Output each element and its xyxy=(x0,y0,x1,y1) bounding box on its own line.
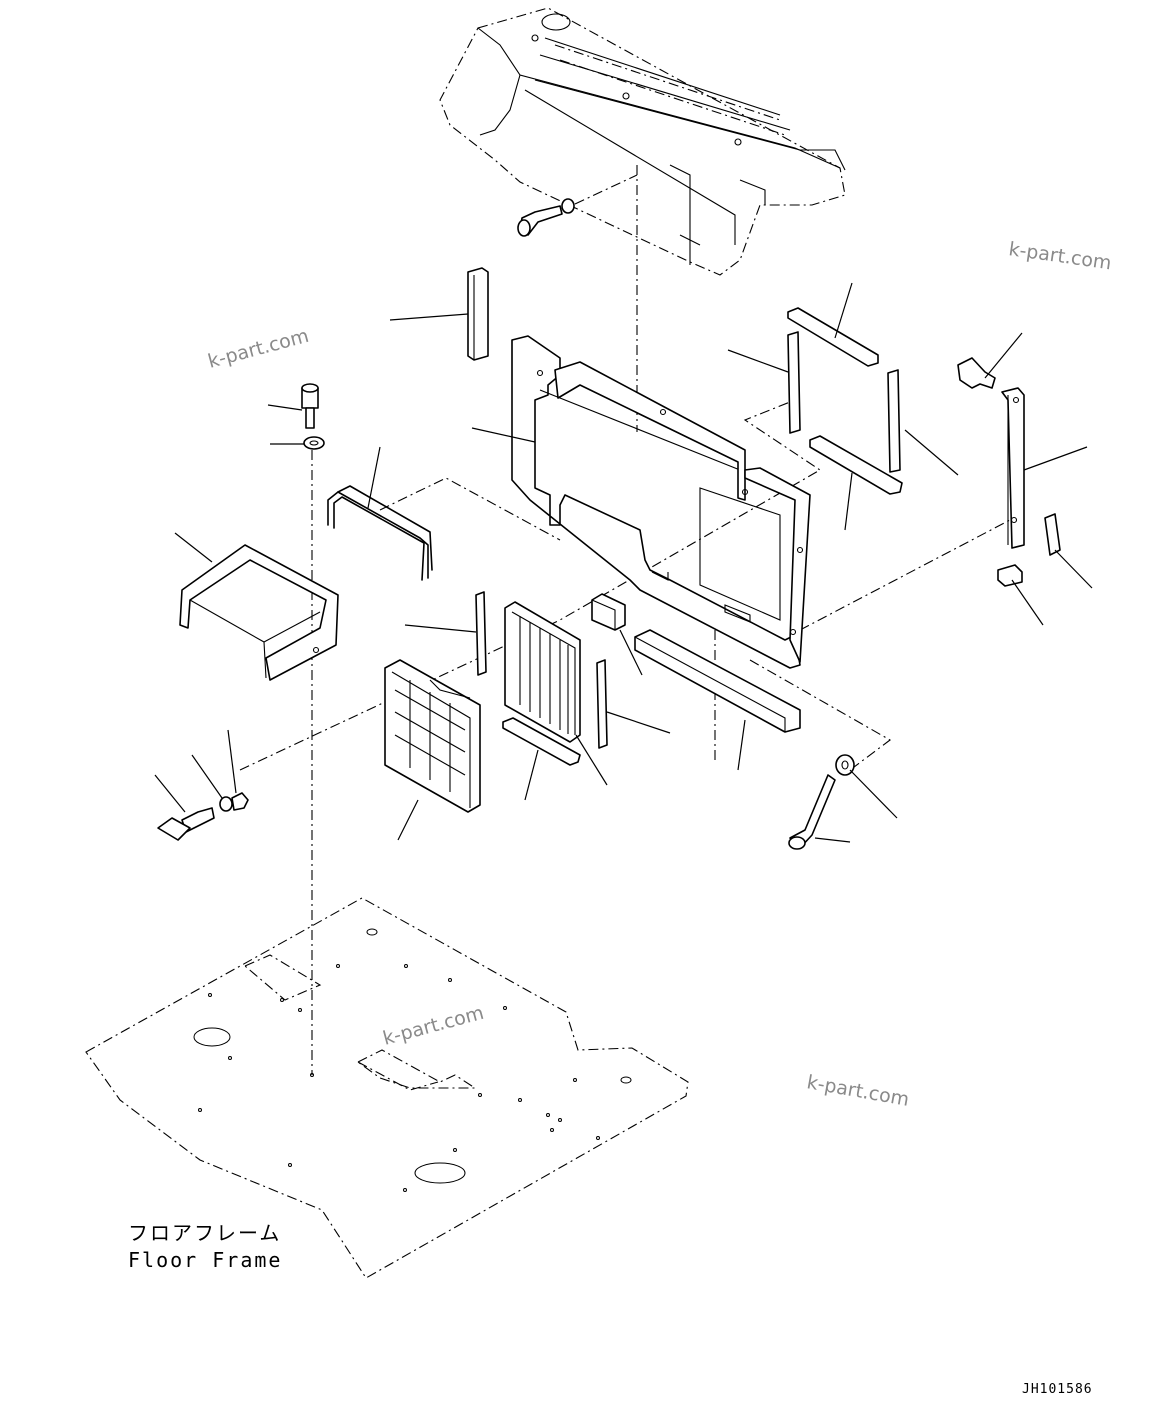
side-bracket xyxy=(957,357,1061,587)
thin-strips xyxy=(475,591,608,749)
filter-element xyxy=(504,601,581,743)
seal-strip-vertical xyxy=(467,267,489,361)
seal-frame-strips xyxy=(787,307,903,495)
main-plate xyxy=(511,335,811,669)
cover-box xyxy=(179,544,339,681)
floor-frame-label-en: Floor Frame xyxy=(128,1248,282,1272)
watermark: k-part.com xyxy=(805,1071,911,1111)
drawing-code: JH101586 xyxy=(1022,1382,1093,1397)
long-strip xyxy=(634,629,801,733)
watermark: k-part.com xyxy=(1007,238,1113,274)
leader-lines xyxy=(154,282,1093,843)
center-lines xyxy=(239,165,1011,1075)
bolt-top xyxy=(517,198,575,237)
upper-frame xyxy=(439,7,846,276)
wing-bolt xyxy=(157,792,249,841)
floor-frame-label-jp: フロアフレーム xyxy=(128,1221,281,1245)
watermark: k-part.com xyxy=(206,325,312,373)
bolt-left xyxy=(301,383,325,450)
floor-frame xyxy=(85,897,689,1279)
small-block xyxy=(591,593,626,631)
bolt-right xyxy=(788,754,855,850)
watermark: k-part.com xyxy=(381,1002,487,1050)
bottom-seal-strip xyxy=(502,717,581,766)
grille xyxy=(384,659,481,813)
u-bar xyxy=(327,485,433,581)
